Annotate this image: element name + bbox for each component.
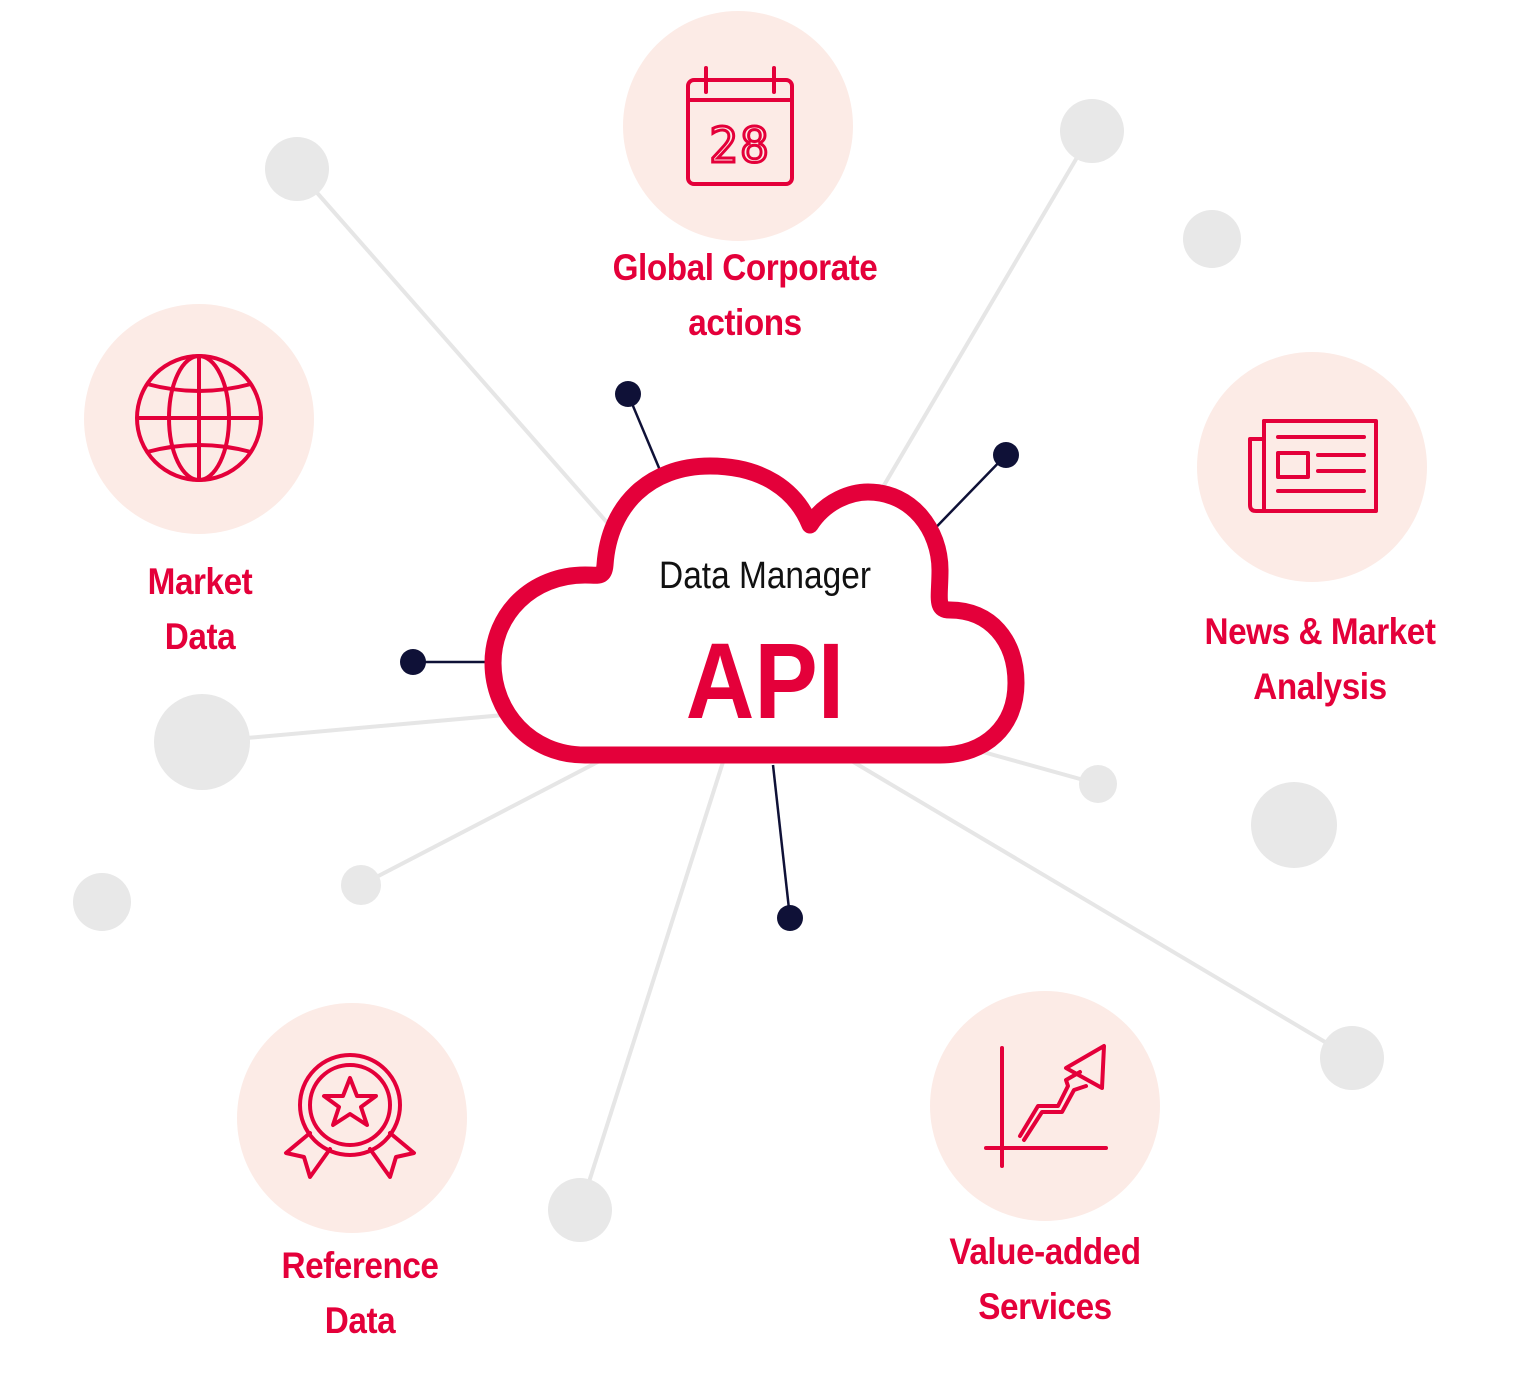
network-dot — [1320, 1026, 1384, 1090]
cloud-shape — [484, 457, 1025, 764]
news-analysis-label: News & Market Analysis — [1158, 604, 1482, 714]
network-dot — [73, 873, 131, 931]
network-dot — [548, 1178, 612, 1242]
corporate-actions-label: Global Corporate actions — [579, 240, 912, 350]
connector-dot — [777, 905, 803, 931]
reference-data-label: Reference Data — [234, 1238, 486, 1348]
network-dot — [1183, 210, 1241, 268]
network-line — [295, 168, 642, 562]
label-line: Data — [164, 616, 236, 657]
api-label: API — [685, 620, 845, 741]
network-line — [359, 738, 642, 887]
label-line: Analysis — [1253, 666, 1387, 707]
network-dot — [1079, 765, 1117, 803]
trend-chart-icon — [984, 1044, 1108, 1168]
calendar-icon: 28 — [686, 66, 794, 186]
connector-dot — [615, 381, 641, 407]
network-dot — [341, 865, 381, 905]
award-ribbon-icon — [284, 1053, 416, 1179]
label-line: Reference — [281, 1245, 439, 1286]
network-dot — [154, 694, 250, 790]
network-line — [848, 758, 1354, 1060]
calendar-day-number: 28 — [709, 118, 771, 174]
label-line: Services — [978, 1286, 1112, 1327]
corporate-actions-circle — [623, 11, 853, 241]
news-analysis-circle — [1197, 352, 1427, 582]
network-dot — [265, 137, 329, 201]
newspaper-icon — [1248, 419, 1378, 513]
label-line: Market — [147, 561, 253, 602]
value-services-label: Value-added Services — [897, 1224, 1194, 1334]
network-line — [578, 738, 732, 1212]
connector-dot — [993, 442, 1019, 468]
label-line: actions — [688, 302, 802, 343]
market-data-label: Market Data — [92, 554, 308, 664]
label-line: Global Corporate — [612, 247, 878, 288]
connector-dot — [400, 649, 426, 675]
connector-line — [771, 764, 792, 919]
label-line: Data — [324, 1300, 396, 1341]
network-dot — [1060, 99, 1124, 163]
connector-line — [626, 393, 664, 476]
label-line: Value-added — [949, 1231, 1141, 1272]
label-line: News & Market — [1204, 611, 1436, 652]
globe-icon — [135, 354, 263, 482]
network-dot — [1251, 782, 1337, 868]
reference-data-circle — [237, 1003, 467, 1233]
data-manager-label: Data Manager — [659, 555, 871, 597]
